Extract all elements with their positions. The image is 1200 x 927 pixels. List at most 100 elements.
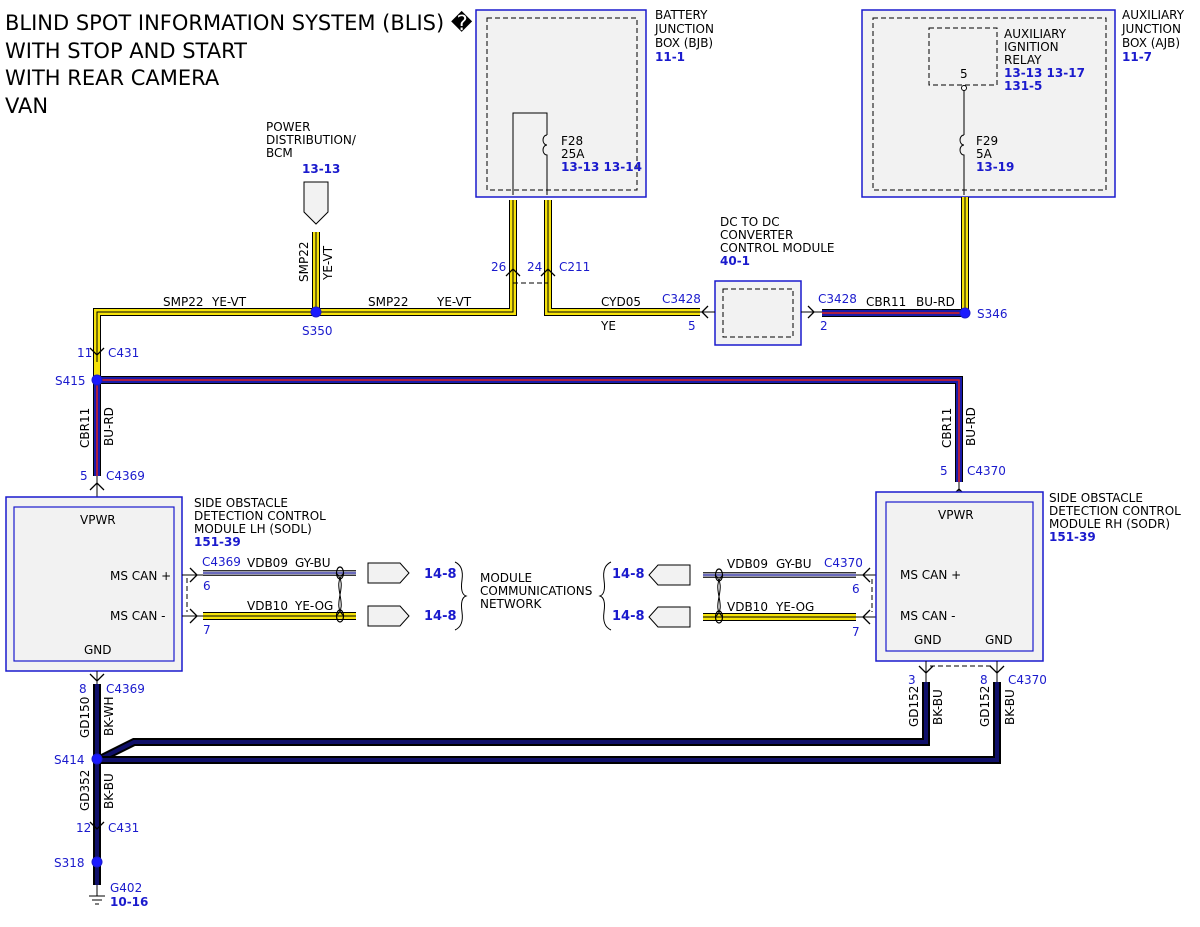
dc-dc-converter-module[interactable] (714, 280, 802, 346)
bjb-name-3: BOX (BJB) (655, 36, 713, 50)
top-wire-color-right: YE-VT (436, 295, 472, 309)
c4370-pin-5: 5 (940, 464, 948, 478)
cbr11-blue-bus (93, 376, 963, 482)
sodr-gnd-pin-8: 8 (980, 673, 988, 687)
sodl-can-plus-connector-icon (367, 562, 410, 584)
gd352-circuit: GD352 (78, 770, 92, 811)
sodr-gnd-2: GND (985, 633, 1013, 647)
sodr-vdb09-color: GY-BU (776, 557, 812, 571)
sodr-can-connector: C4370 (824, 556, 863, 570)
sodr-inner (885, 501, 1034, 652)
fuse-f29-ref[interactable]: 13-19 (976, 160, 1014, 174)
sodr-dest-minus[interactable]: 14-8 (612, 609, 645, 624)
relay-name-3: RELAY (1004, 53, 1042, 67)
ajb-outline (861, 9, 1116, 198)
cbr11-dcdc-color: BU-RD (916, 295, 955, 309)
fuse-f28-symbol (542, 134, 548, 195)
c431-label-top: C431 (108, 346, 139, 360)
ground-g402-ref[interactable]: 10-16 (110, 895, 148, 909)
pdb-name-3: BCM (266, 146, 293, 160)
c431-arrow-bottom (89, 821, 105, 830)
cbr11-dcdc-circuit: CBR11 (866, 295, 906, 309)
ajb-inner (872, 17, 1107, 191)
sodl-dest-plus[interactable]: 14-8 (424, 567, 457, 582)
top-wire-color-left: YE-VT (211, 295, 247, 309)
c4370-gnd-arrow-2 (989, 665, 1005, 674)
relay-ref-2[interactable]: 131-5 (1004, 79, 1042, 93)
sodl-gnd-pin-8: 8 (79, 682, 87, 696)
dcdc-name-2: CONVERTER (720, 228, 793, 242)
sodl-can-connector: C4369 (202, 555, 241, 569)
sodr-can-plus: MS CAN + (900, 568, 961, 582)
sodl-name-2: DETECTION CONTROL (194, 509, 326, 523)
sodr-bkbu-2: BK-BU (1003, 689, 1017, 725)
sodl-ref[interactable]: 151-39 (194, 535, 241, 549)
left-cbr11-circuit: CBR11 (78, 408, 92, 448)
splice-s414[interactable] (91, 753, 103, 765)
yellow-power-wires (93, 197, 969, 378)
ajb-ref[interactable]: 11-7 (1122, 50, 1152, 64)
diagram-title: BLIND SPOT INFORMATION SYSTEM (BLIS) � W… (5, 10, 473, 118)
aux-ignition-relay-box (928, 27, 998, 86)
c431-label-bottom: C431 (108, 821, 139, 835)
gd150-circuit: GD150 (78, 697, 92, 738)
sodr-vdb09: VDB09 (727, 557, 768, 571)
sodr-can-wires (703, 568, 856, 624)
c211-label: C211 (559, 260, 590, 274)
pdb-name-2: DISTRIBUTION/ (266, 133, 357, 147)
c431-pin-12: 12 (76, 821, 91, 835)
ground-g402-label: G402 (110, 881, 142, 895)
fuse-f28-ref[interactable]: 13-13 13-14 (561, 160, 642, 174)
battery-junction-box[interactable]: F28 25A 13-13 13-14 (475, 9, 647, 198)
power-distribution-bcm[interactable]: POWER DISTRIBUTION/ BCM 13-13 (266, 120, 357, 225)
sodl-module[interactable]: VPWR MS CAN + MS CAN - GND (5, 496, 183, 672)
sodl-inner (13, 506, 175, 662)
bjb-inner (486, 17, 638, 191)
top-wire-circuit-left: SMP22 (163, 295, 203, 309)
fuse-f29-label: F29 (976, 134, 998, 148)
sodr-dest-plus[interactable]: 14-8 (612, 567, 645, 582)
c3428-left-pin: 5 (688, 319, 696, 333)
relay-ref-1[interactable]: 13-13 13-17 (1004, 66, 1085, 80)
gd150-color: BK-WH (102, 696, 116, 736)
splice-s318-label: S318 (54, 856, 85, 870)
splice-s346[interactable] (959, 307, 971, 319)
fuse-f28-amps: 25A (561, 147, 585, 161)
relay-name-2: IGNITION (1004, 40, 1059, 54)
sodr-can-minus-connector-icon (648, 606, 691, 628)
c211-pin-26: 26 (491, 260, 506, 274)
bjb-bus (512, 112, 548, 195)
auxiliary-junction-box[interactable]: 5 AUXILIARY IGNITION RELAY 13-13 13-17 1… (861, 9, 1116, 198)
sodr-ref[interactable]: 151-39 (1049, 530, 1096, 544)
c4370-label-top: C4370 (967, 464, 1006, 478)
splice-s350[interactable] (310, 306, 322, 318)
sodr-gnd-1: GND (914, 633, 942, 647)
sodr-module[interactable]: VPWR MS CAN + MS CAN - GND GND (875, 491, 1044, 662)
splice-s415[interactable] (91, 374, 103, 386)
c4369-gnd-arrow (89, 673, 105, 682)
pdb-ref[interactable]: 13-13 (302, 162, 340, 176)
splice-s318[interactable] (91, 856, 103, 868)
right-network-brace (598, 561, 612, 631)
sodl-vpwr: VPWR (80, 513, 116, 527)
sodr-gnd-pin-3: 3 (908, 673, 916, 687)
ajb-name-2: JUNCTION (1121, 22, 1181, 36)
sodr-gd152-2: GD152 (978, 686, 992, 727)
sodr-can-minus-arrow (862, 609, 871, 625)
top-wire-circuit-right: SMP22 (368, 295, 408, 309)
sodl-dest-minus[interactable]: 14-8 (424, 609, 457, 624)
right-cbr11-circuit: CBR11 (940, 408, 954, 448)
relay-pin: 5 (960, 67, 968, 81)
sodr-name-2: DETECTION CONTROL (1049, 504, 1181, 518)
splice-s350-label: S350 (302, 324, 333, 338)
c3428-left-arrow (701, 305, 709, 319)
dcdc-ref[interactable]: 40-1 (720, 254, 750, 268)
sodl-gnd: GND (84, 643, 112, 657)
bjb-ref[interactable]: 11-1 (655, 50, 685, 64)
c3428-right-pin: 2 (820, 319, 828, 333)
sodl-can-minus: MS CAN - (110, 609, 166, 623)
sodl-name-1: SIDE OBSTACLE (194, 496, 288, 510)
ajb-name-1: AUXILIARY (1122, 8, 1185, 22)
c211-connector[interactable]: 26 24 C211 (491, 260, 590, 284)
